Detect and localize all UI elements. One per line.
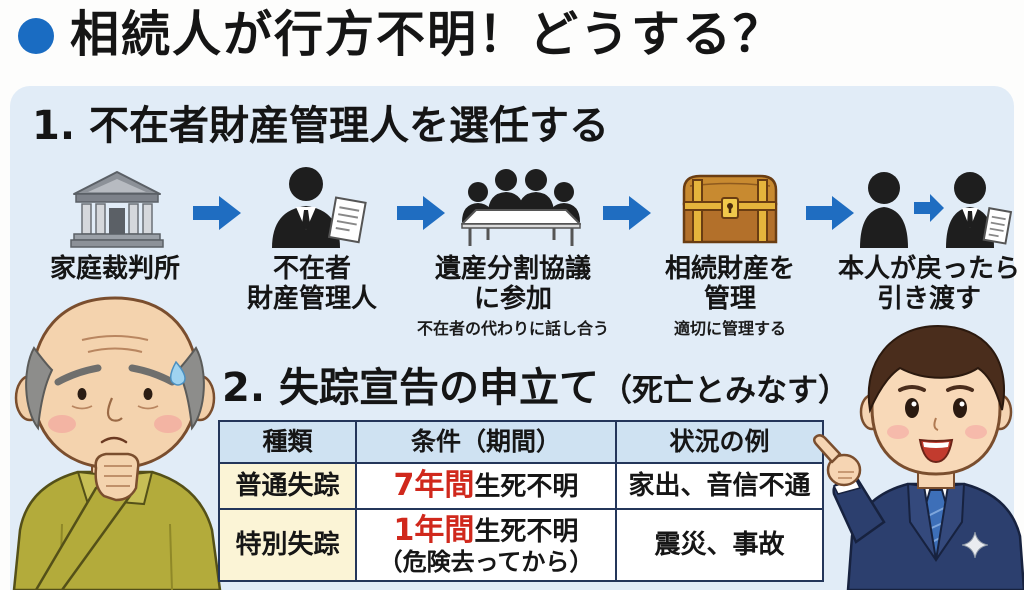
step-label: 相続財産を xyxy=(664,254,795,284)
period-text: 生死不明 xyxy=(474,471,579,502)
right-arrow-icon xyxy=(193,196,241,230)
step-label: 家庭裁判所 xyxy=(49,254,180,284)
step-label: に参加 xyxy=(473,284,552,314)
table-row: 特別失踪 1年間生死不明 （危険去ってから） 震災、事故 xyxy=(218,508,824,582)
period-line: 1年間生死不明 xyxy=(357,512,615,548)
step-handover: 本人が戻ったら 引き渡す xyxy=(836,254,1022,314)
type-cell: 特別失踪 xyxy=(218,508,357,582)
manager-with-document-icon xyxy=(272,167,367,248)
worried-elderly-man-icon xyxy=(12,296,222,590)
step-manage-estate: 相続財産を 管理 適切に管理する xyxy=(630,254,830,340)
handover-icon xyxy=(860,172,1013,248)
step-label: 遺産分割協議 xyxy=(434,254,591,284)
period-cell: 7年間生死不明 xyxy=(355,462,617,510)
right-arrow-icon xyxy=(603,196,651,230)
section2-heading-note: （死亡とみなす） xyxy=(600,373,849,409)
period-note: （危険去ってから） xyxy=(378,547,594,576)
column-header: 条件（期間） xyxy=(355,420,617,464)
step-label: 管理 xyxy=(703,284,756,314)
period-text: 生死不明 xyxy=(474,516,579,547)
step-label: 本人が戻ったら xyxy=(837,254,1020,284)
pointing-businessman-icon xyxy=(813,324,1024,590)
example-cell: 家出、音信不通 xyxy=(615,462,824,510)
period-highlight: 1年間 xyxy=(393,512,475,548)
period-cell: 1年間生死不明 （危険去ってから） xyxy=(355,508,617,582)
column-header: 状況の例 xyxy=(615,420,824,464)
step-absentee-manager: 不在者 財産管理人 xyxy=(212,254,412,314)
title-bullet-icon xyxy=(18,18,54,54)
treasure-chest-icon xyxy=(682,174,778,244)
sparkle-icon xyxy=(962,532,988,558)
step-family-court: 家庭裁判所 xyxy=(15,254,215,284)
table-header-row: 種類 条件（期間） 状況の例 xyxy=(218,420,824,464)
step-division-meeting: 遺産分割協議 に参加 不在者の代わりに話し合う xyxy=(408,254,618,340)
type-cell: 普通失踪 xyxy=(218,462,357,510)
disappearance-table: 種類 条件（期間） 状況の例 普通失踪 7年間生死不明 家出、音信不通 特別失踪… xyxy=(218,420,824,582)
step-note: 不在者の代わりに話し合う xyxy=(416,319,609,338)
section2-heading: 2. 失踪宣告の申立て（死亡とみなす） xyxy=(222,362,849,417)
column-header: 種類 xyxy=(218,420,357,464)
example-cell: 震災、事故 xyxy=(615,508,824,582)
period-highlight: 7年間 xyxy=(393,467,475,503)
step-label: 不在者 xyxy=(272,254,351,284)
right-arrow-icon xyxy=(806,196,854,230)
step-label: 引き渡す xyxy=(876,284,981,314)
section1-heading: 1. 不在者財産管理人を選任する xyxy=(32,103,609,149)
page-title: 相続人が行方不明！どうする？ xyxy=(70,6,785,63)
right-arrow-icon xyxy=(397,196,445,230)
meeting-table-icon xyxy=(461,169,581,246)
table-row: 普通失踪 7年間生死不明 家出、音信不通 xyxy=(218,462,824,510)
courthouse-icon xyxy=(70,171,164,248)
step-label: 財産管理人 xyxy=(246,284,377,314)
step-note: 適切に管理する xyxy=(673,319,786,338)
section2-heading-main: 2. 失踪宣告の申立て xyxy=(222,365,599,411)
